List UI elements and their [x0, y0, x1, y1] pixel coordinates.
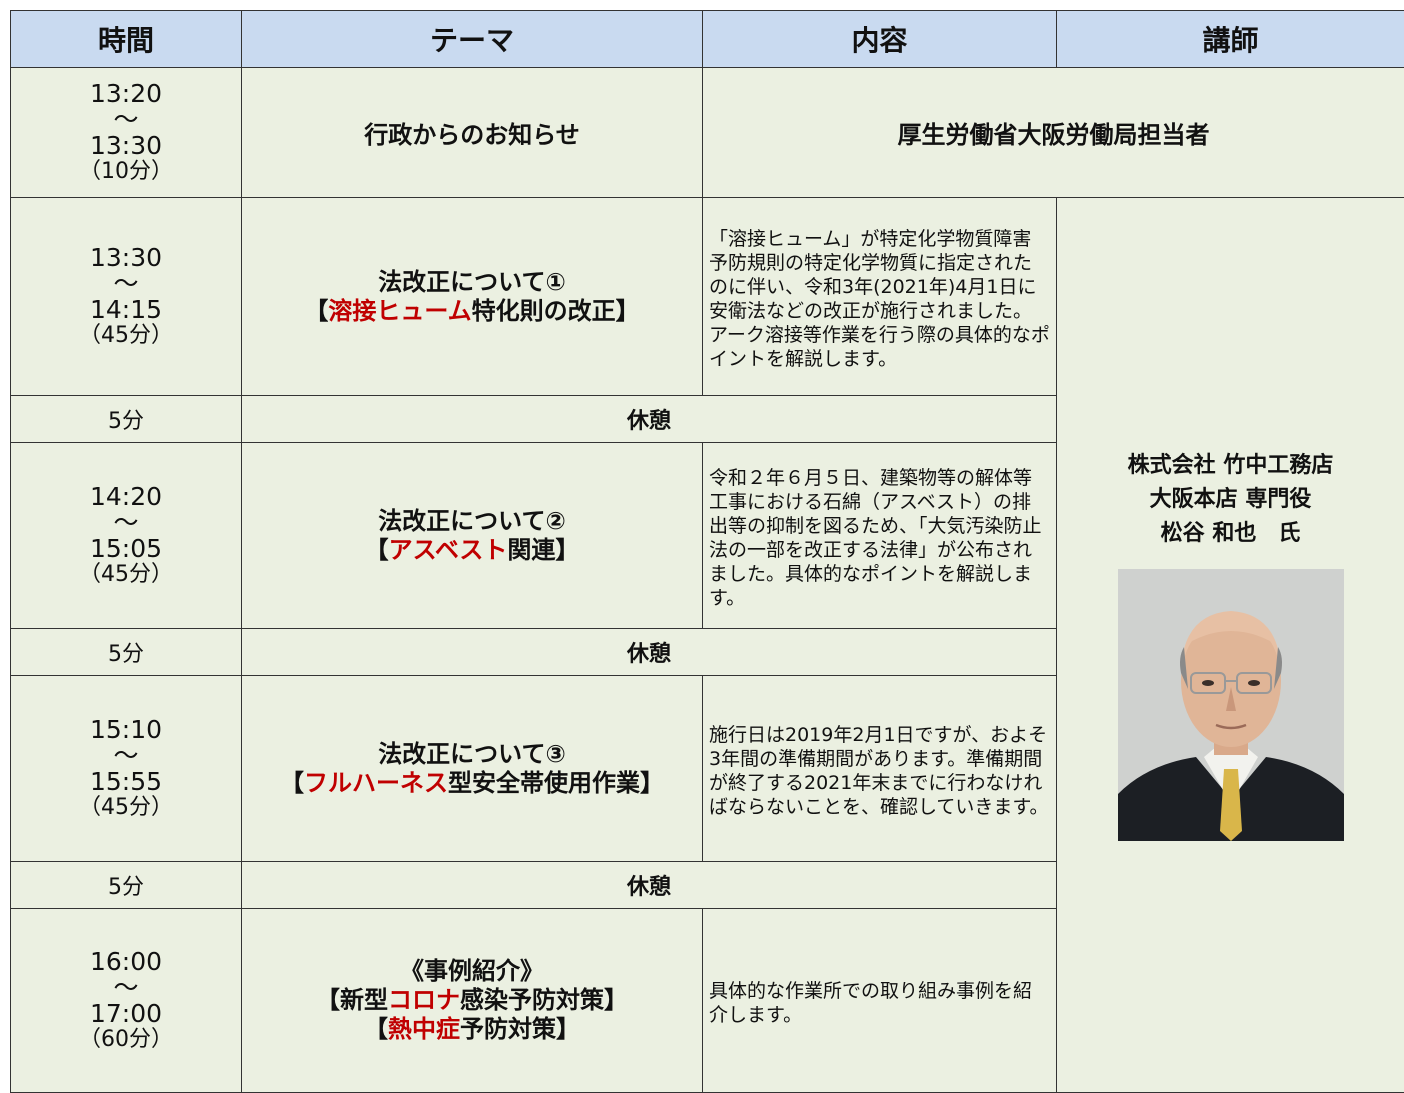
tilde: ～ — [113, 972, 139, 1002]
break-label: 休憩 — [241, 861, 1057, 909]
theme-highlight: フルハーネス — [304, 768, 448, 797]
duration: （10分） — [79, 158, 173, 184]
theme-cell: 法改正について② 【アスベスト関連】 — [241, 442, 703, 629]
end-time: 17:00 — [89, 998, 163, 1028]
theme-rest: 型安全帯使用作業】 — [448, 768, 664, 797]
break-label: 休憩 — [241, 395, 1057, 443]
theme-cell: 法改正について③ 【フルハーネス型安全帯使用作業】 — [241, 675, 703, 862]
lecturer-cell: 株式会社 竹中工務店 大阪本店 専門役 松谷 和也 氏 — [1056, 197, 1404, 1093]
header-lecturer: 講師 — [1056, 10, 1404, 68]
table-row: 13:20 ～ 13:30 （10分） 行政からのお知らせ 厚生労働省大阪労働局… — [10, 67, 1404, 198]
lecturer-name: 松谷 和也 氏 — [1160, 521, 1301, 546]
time-cell: 15:10 ～ 15:55 （45分） — [10, 675, 242, 862]
description-cell: 「溶接ヒューム」が特定化学物質障害予防規則の特定化学物質に指定されたのに伴い、令… — [702, 197, 1057, 396]
duration: （45分） — [79, 561, 173, 587]
start-time: 14:20 — [89, 481, 163, 511]
lecturer-company: 株式会社 竹中工務店 — [1127, 453, 1334, 478]
theme-rest: 関連】 — [507, 535, 580, 564]
start-time: 13:20 — [89, 78, 163, 108]
duration: （60分） — [79, 1026, 173, 1052]
table-row: 15:10 ～ 15:55 （45分） 法改正について③ 【フルハーネス型安全帯… — [10, 675, 1404, 862]
theme-title: 法改正について③ — [378, 739, 566, 768]
bracket-open: 【 — [280, 768, 304, 797]
description-cell: 具体的な作業所での取り組み事例を紹介します。 — [702, 908, 1057, 1093]
tilde: ～ — [113, 104, 139, 134]
break-time: 5分 — [10, 395, 242, 443]
break-row: 5分 休憩 — [10, 628, 1404, 676]
schedule-table: 時間 テーマ 内容 講師 13:20 ～ 13:30 （10分） 行政からのお知… — [10, 10, 1404, 1093]
end-time: 14:15 — [89, 294, 163, 324]
duration: （45分） — [79, 794, 173, 820]
theme-subtitle: 【新型コロナ感染予防対策】 — [242, 986, 702, 1015]
table-row: 13:30 ～ 14:15 （45分） 法改正について① 【溶接ヒューム特化則の… — [10, 197, 1404, 1093]
theme-subtitle: 【熱中症予防対策】 — [242, 1015, 702, 1044]
theme-subtitle: 【フルハーネス型安全帯使用作業】 — [242, 769, 702, 798]
end-time: 13:30 — [89, 130, 163, 160]
tilde: ～ — [113, 268, 139, 298]
header-time: 時間 — [10, 10, 242, 68]
bracket-open: 【 — [364, 535, 389, 564]
theme-highlight: 熱中症 — [388, 1015, 460, 1043]
theme-title: 法改正について② — [378, 506, 566, 535]
time-cell: 16:00 ～ 17:00 （60分） — [10, 908, 242, 1093]
tilde: ～ — [113, 740, 139, 770]
description-cell: 令和２年６月５日、建築物等の解体等工事における石綿（アスベスト）の排出等の抑制を… — [702, 442, 1057, 629]
bracket-open: 【 — [364, 1015, 388, 1043]
start-time: 15:10 — [89, 714, 163, 744]
theme-cell: 法改正について① 【溶接ヒューム特化則の改正】 — [241, 197, 703, 396]
theme-highlight: 溶接ヒューム — [328, 296, 472, 325]
theme-rest: 特化則の改正】 — [471, 296, 640, 325]
header-theme: テーマ — [241, 10, 703, 68]
end-time: 15:05 — [89, 533, 163, 563]
time-cell: 14:20 ～ 15:05 （45分） — [10, 442, 242, 629]
duration: （45分） — [79, 322, 173, 348]
theme-subtitle: 【アスベスト関連】 — [242, 536, 702, 565]
bracket-open: 【新型 — [316, 986, 388, 1014]
header-row: 時間 テーマ 内容 講師 — [10, 10, 1404, 68]
time-cell: 13:30 ～ 14:15 （45分） — [10, 197, 242, 396]
theme-rest: 感染予防対策】 — [460, 986, 628, 1014]
theme-subtitle: 【溶接ヒューム特化則の改正】 — [242, 297, 702, 326]
tilde: ～ — [113, 507, 139, 537]
start-time: 16:00 — [89, 946, 163, 976]
header-content: 内容 — [702, 10, 1057, 68]
lecturer-position: 大阪本店 専門役 — [1149, 487, 1312, 512]
bracket-open: 【 — [304, 296, 329, 325]
lecturer-portrait — [1117, 569, 1344, 841]
break-time: 5分 — [10, 628, 242, 676]
presenter-cell: 厚生労働省大阪労働局担当者 — [702, 67, 1404, 198]
time-cell: 13:20 ～ 13:30 （10分） — [10, 67, 242, 198]
table-row: 16:00 ～ 17:00 （60分） 《事例紹介》 【新型コロナ感染予防対策】… — [10, 908, 1404, 1093]
break-label: 休憩 — [241, 628, 1057, 676]
start-time: 13:30 — [89, 242, 163, 272]
theme-title: 《事例紹介》 — [400, 957, 544, 985]
theme-rest: 予防対策】 — [460, 1015, 580, 1043]
theme-title: 法改正について① — [378, 267, 566, 296]
theme-cell: 《事例紹介》 【新型コロナ感染予防対策】 【熱中症予防対策】 — [241, 908, 703, 1093]
break-time: 5分 — [10, 861, 242, 909]
theme-highlight: コロナ — [388, 986, 460, 1014]
theme-cell: 行政からのお知らせ — [241, 67, 703, 198]
theme-highlight: アスベスト — [388, 535, 508, 564]
end-time: 15:55 — [89, 766, 163, 796]
break-row: 5分 休憩 — [10, 395, 1404, 443]
description-cell: 施行日は2019年2月1日ですが、およそ3年間の準備期間があります。準備期間が終… — [702, 675, 1057, 862]
